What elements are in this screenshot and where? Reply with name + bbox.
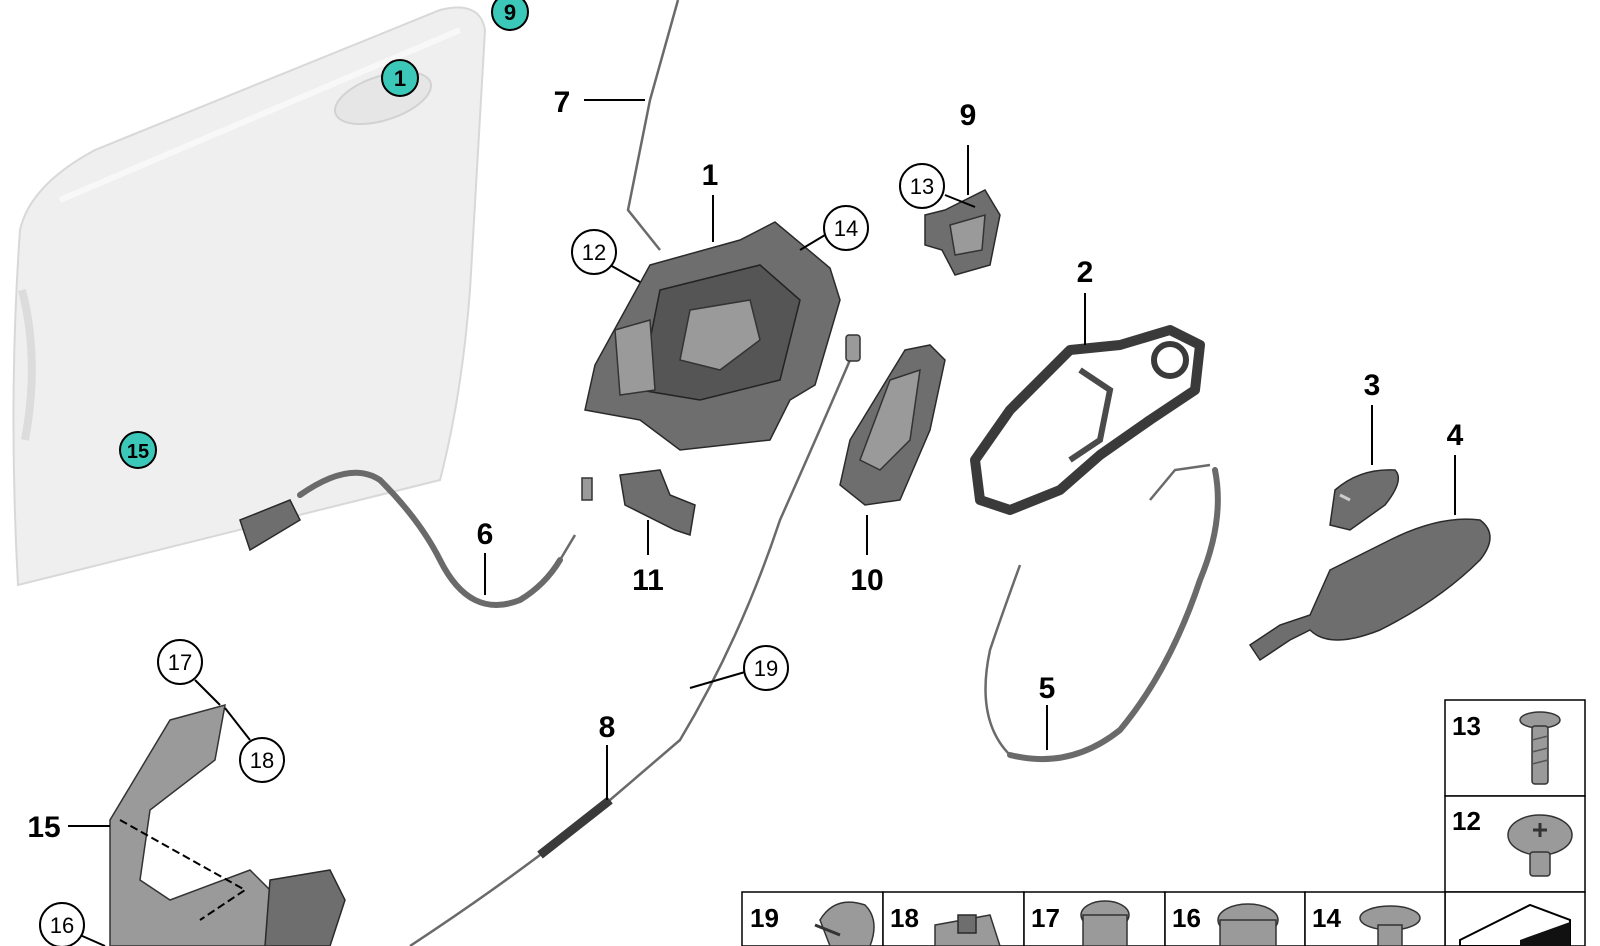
part-7-rod <box>626 0 680 251</box>
table-cell-13: 13 <box>1452 711 1481 741</box>
part-5-cable <box>984 463 1221 763</box>
part-19-cable <box>409 334 861 946</box>
label-4: 4 <box>1447 419 1464 452</box>
circle-label-16: 16 <box>50 913 74 938</box>
part-4-handle <box>1248 518 1491 662</box>
screw-12 <box>1507 814 1573 877</box>
circle-label-19: 19 <box>754 656 778 681</box>
label-1: 1 <box>702 159 719 192</box>
table-cell-16: 16 <box>1172 903 1201 933</box>
table-cell-14: 14 <box>1312 903 1341 933</box>
teal-callout-15: 15 <box>119 431 157 469</box>
table-cell-19: 19 <box>750 903 779 933</box>
label-2: 2 <box>1077 256 1094 289</box>
label-6: 6 <box>477 518 494 551</box>
nut-18 <box>934 914 1001 946</box>
screw-16 <box>1217 903 1279 946</box>
teal-callout-9: 9 <box>491 0 529 31</box>
circle-label-14: 14 <box>834 216 858 241</box>
part-2-handle-carrier <box>970 325 1205 515</box>
clip-19 <box>814 901 875 946</box>
part-9-striker <box>924 189 1001 276</box>
label-9: 9 <box>960 99 977 132</box>
fastener-table: 13 12 19 18 17 16 14 <box>741 699 1586 946</box>
table-cell-12: 12 <box>1452 806 1481 836</box>
label-10: 10 <box>850 564 883 597</box>
part-3-cap <box>1329 469 1400 531</box>
circle-label-13: 13 <box>910 174 934 199</box>
circle-label-18: 18 <box>250 748 274 773</box>
label-11: 11 <box>632 564 664 597</box>
door-panel <box>12 6 487 587</box>
label-5: 5 <box>1039 672 1056 705</box>
label-3: 3 <box>1364 369 1381 402</box>
teal-callout-1: 1 <box>381 59 419 97</box>
screw-14 <box>1359 905 1421 946</box>
label-15: 15 <box>27 811 60 844</box>
circle-label-17: 17 <box>168 650 192 675</box>
key-icon <box>1459 903 1571 946</box>
part-1-door-lock <box>584 221 841 451</box>
label-8: 8 <box>599 711 616 744</box>
part-11-bracket <box>619 469 696 536</box>
svg-text:9: 9 <box>504 0 516 25</box>
part-6-cable <box>239 469 593 608</box>
svg-text:1: 1 <box>394 66 406 91</box>
part-15-hinge-bracket <box>109 703 346 946</box>
table-cell-18: 18 <box>890 903 919 933</box>
circle-label-12: 12 <box>582 240 606 265</box>
table-cell-17: 17 <box>1031 903 1060 933</box>
screw-13 <box>1519 711 1561 785</box>
screw-17 <box>1080 900 1130 946</box>
part-10-bracket <box>839 344 946 506</box>
svg-text:15: 15 <box>127 441 149 463</box>
label-7: 7 <box>554 86 571 119</box>
